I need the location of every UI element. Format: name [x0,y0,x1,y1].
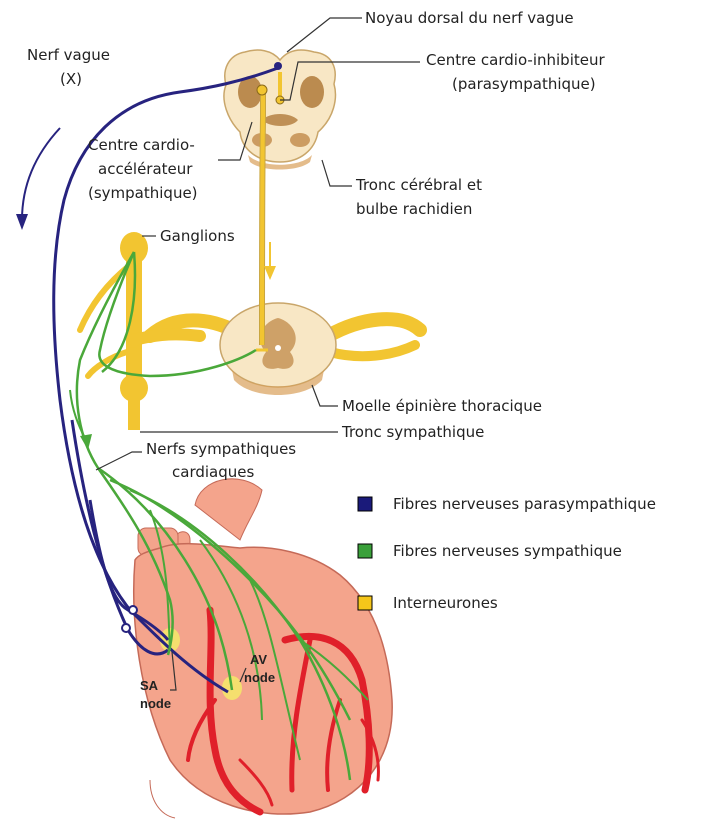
legend: Fibres nerveuses parasympathique Fibres … [358,495,656,612]
legend-label: Interneurones [393,594,498,612]
legend-item-interneurons: Interneurones [358,594,498,612]
label-noyau-dorsal: Noyau dorsal du nerf vague [365,9,574,27]
label-cardio-accelerateur-1: Centre cardio- [88,136,195,154]
label-nerfs-cardiaques: cardiaques [172,463,254,481]
label-nerf-vague-x: (X) [60,70,82,88]
label-cardio-inhibiteur: Centre cardio-inhibiteur [426,51,605,69]
legend-item-sympathetic: Fibres nerveuses sympathique [358,542,622,560]
label-cardio-inhibiteur-type: (parasympathique) [452,75,596,93]
label-av-node: node [244,670,275,685]
legend-label: Fibres nerveuses parasympathique [393,495,656,513]
label-moelle: Moelle épinière thoracique [342,397,542,415]
label-cardio-accelerateur-2: accélérateur [98,160,193,178]
label-tronc-cerebral: Tronc cérébral et [355,176,482,194]
label-cardio-accelerateur-type: (sympathique) [88,184,198,202]
legend-label: Fibres nerveuses sympathique [393,542,622,560]
label-av: AV [250,652,267,667]
sympathetic-chain [80,232,200,430]
heart [134,479,392,818]
label-tronc-sympathique: Tronc sympathique [341,423,484,441]
label-nerf-vague: Nerf vague [27,46,110,64]
label-ganglions: Ganglions [160,227,235,245]
legend-item-parasympathetic: Fibres nerveuses parasympathique [358,495,656,513]
spinal-cord-section [150,303,420,395]
label-sa-node: node [140,696,171,711]
label-nerfs-sympathiques: Nerfs sympathiques [146,440,296,458]
label-bulbe-rachidien: bulbe rachidien [356,200,472,218]
label-sa: SA [140,678,159,693]
